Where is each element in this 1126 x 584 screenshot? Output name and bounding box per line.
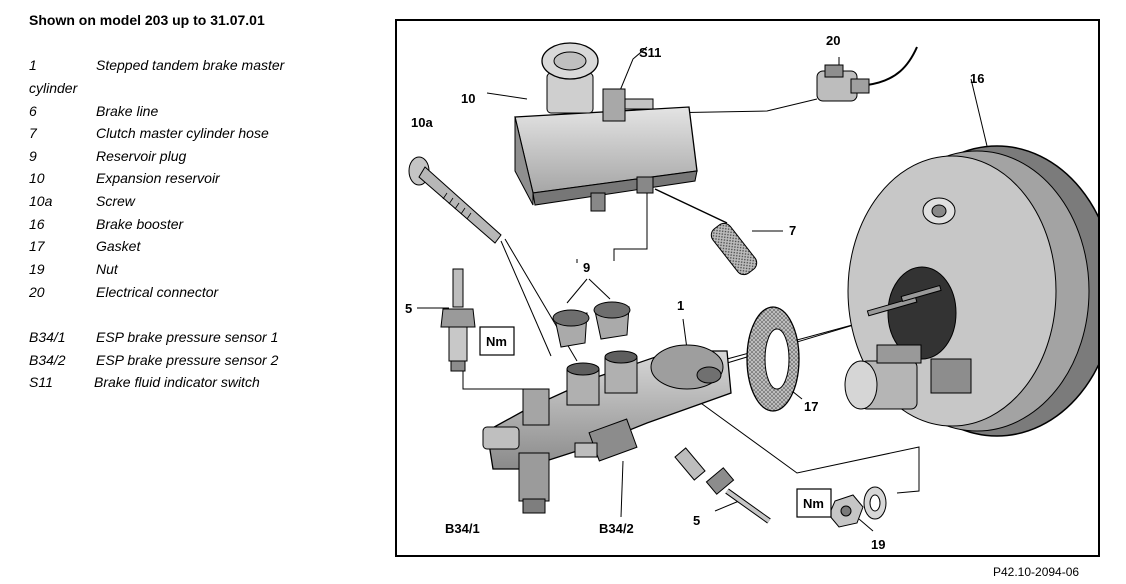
callout-s11: S11 [639, 45, 661, 60]
callout-1: 1 [677, 298, 684, 313]
callout-5-upper: 5 [405, 301, 412, 316]
page-title: Shown on model 203 up to 31.07.01 [29, 12, 265, 28]
legend-number: 16 [29, 216, 45, 232]
callout-10: 10 [461, 91, 475, 106]
callout-9: 9 [583, 260, 590, 275]
legend-description: Brake booster [96, 216, 184, 232]
legend-number: B34/2 [29, 352, 66, 368]
diagram-drawing: 20 S11 10 10a 16 7 9 5 1 Nm 17 B34/1 B34… [405, 33, 1098, 552]
legend-number: 19 [29, 261, 45, 277]
callout-10a: 10a [411, 115, 433, 130]
callout-5-lower: 5 [693, 513, 700, 528]
electrical-connector-drawing [816, 46, 918, 102]
exploded-diagram: 20 S11 10 10a 16 7 9 5 1 Nm 17 B34/1 B34… [395, 19, 1100, 557]
legend-number: 10 [29, 170, 45, 186]
legend-number: 1 [29, 57, 37, 73]
callout-b34-2: B34/2 [599, 521, 634, 536]
expansion-reservoir-drawing [514, 42, 698, 212]
legend-description: Electrical connector [96, 284, 219, 300]
legend-number: S11 [29, 374, 53, 390]
legend-description: Nut [96, 261, 118, 277]
torque-label-2: Nm [803, 496, 824, 511]
callout-b34-1: B34/1 [445, 521, 480, 536]
legend-description: ESP brake pressure sensor 2 [96, 352, 279, 368]
legend-number: 17 [29, 238, 45, 254]
legend-number: 6 [29, 103, 37, 119]
master-cylinder-drawing [482, 344, 732, 514]
screw-drawing [408, 156, 502, 244]
reservoir-plugs-drawing [552, 301, 631, 348]
torque-box-2 [796, 488, 832, 518]
legend-number: 9 [29, 148, 37, 164]
legend-description: Stepped tandem brake master [96, 57, 285, 73]
callout-20: 20 [826, 33, 840, 48]
torque-box-1 [479, 326, 515, 356]
callout-19: 19 [871, 537, 885, 552]
callout-7: 7 [789, 223, 796, 238]
nut-washer-drawing [828, 486, 887, 528]
legend-description: Brake fluid indicator switch [94, 374, 260, 390]
brake-line-lower-drawing [674, 447, 771, 524]
legend-description-continued: cylinder [29, 80, 78, 96]
hose-drawing [654, 188, 758, 276]
legend-number: 7 [29, 125, 37, 141]
legend-description: Gasket [96, 238, 141, 254]
legend-number: B34/1 [29, 329, 66, 345]
torque-label-1: Nm [486, 334, 507, 349]
legend-description: Expansion reservoir [96, 170, 220, 186]
legend-description: Brake line [96, 103, 159, 119]
legend-number: 20 [29, 284, 45, 300]
legend-description: Screw [96, 193, 135, 209]
legend-description: Clutch master cylinder hose [96, 125, 269, 141]
brake-line-left-drawing [440, 268, 476, 372]
legend-description: ESP brake pressure sensor 1 [96, 329, 279, 345]
brake-booster-drawing [844, 145, 1098, 437]
callout-16: 16 [970, 71, 984, 86]
legend-description: Reservoir plug [96, 148, 187, 164]
figure-reference: P42.10-2094-06 [993, 565, 1080, 579]
legend-number: 10a [29, 193, 53, 209]
callout-17: 17 [804, 399, 818, 414]
gasket-drawing [746, 306, 800, 412]
